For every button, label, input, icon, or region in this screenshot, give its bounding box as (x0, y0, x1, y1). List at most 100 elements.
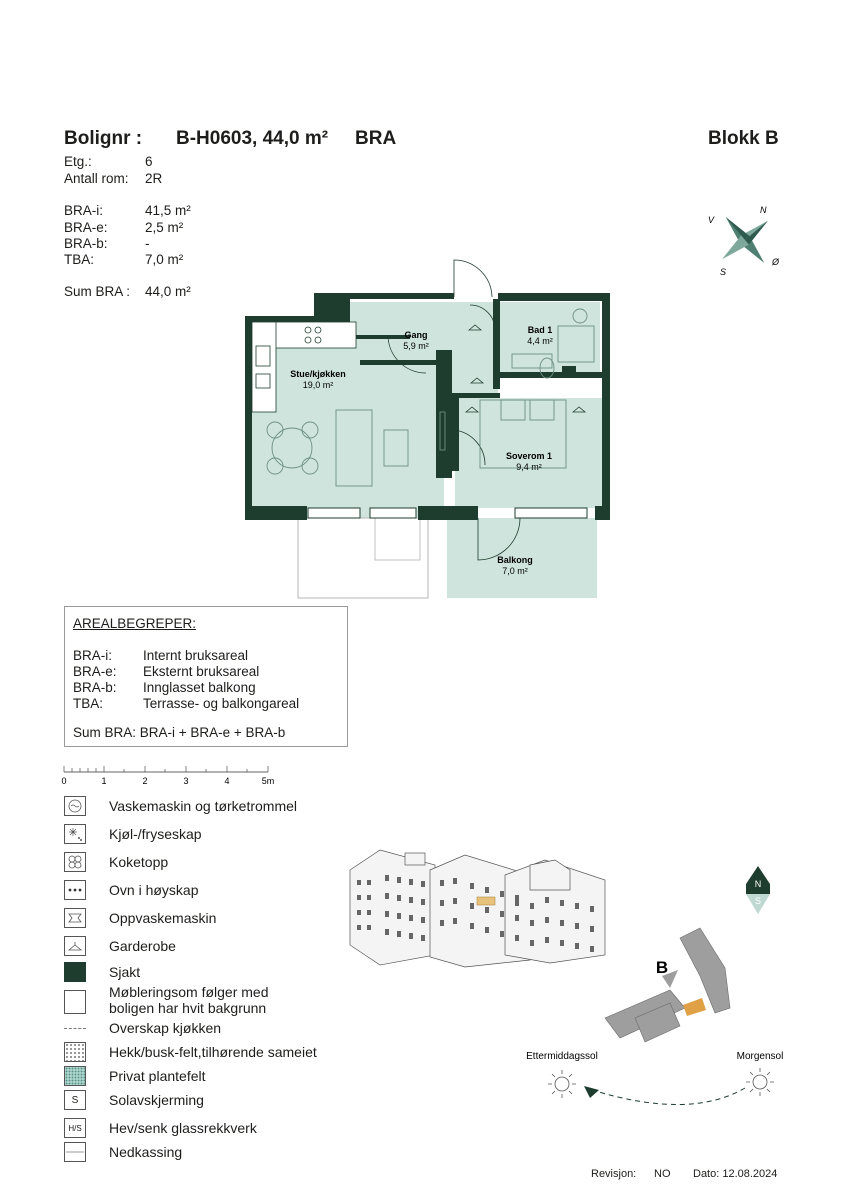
furniture (266, 308, 595, 487)
oven-icon (64, 880, 86, 900)
bra-e-value: 2,5 m² (145, 220, 184, 235)
windows (307, 507, 588, 519)
legend-text: Hekk/busk-felt,tilhørende sameiet (109, 1044, 317, 1060)
site-block-label: B (656, 958, 668, 977)
revision-value: NO (654, 1168, 671, 1180)
legend-item: Koketopp (64, 850, 168, 874)
bra-b-value: - (145, 236, 150, 251)
legend-text: Kjøl-/fryseskap (109, 826, 202, 842)
arealbegreper-box: AREALBEGREPER: BRA-i: Internt bruksareal… (64, 606, 348, 747)
gang-area: 5,9 m² (403, 341, 429, 351)
etg-label: Etg.: (64, 154, 92, 169)
cooktop-icon (64, 852, 86, 872)
legend-item: Overskap kjøkken (64, 1016, 221, 1040)
tba-value: 7,0 m² (145, 252, 184, 267)
bra-e-label: BRA-e: (64, 220, 108, 235)
legend-text: Solavskjerming (109, 1092, 204, 1108)
revision-label: Revisjon: (591, 1168, 637, 1180)
s-icon: S (64, 1090, 86, 1110)
white-bg-icon (64, 990, 86, 1014)
legend-item: S Solavskjerming (64, 1088, 204, 1112)
arealbegreper-title: AREALBEGREPER: (73, 616, 197, 631)
legend-text: Privat plantefelt (109, 1068, 206, 1084)
block-name: Blokk B (708, 128, 779, 149)
sum-label: Sum BRA : (64, 284, 131, 299)
hanger-icon (64, 936, 86, 956)
dashed-line-icon (64, 1027, 86, 1029)
legend-text: Vaskemaskin og tørketrommel (109, 798, 298, 814)
scale-tick: 0 (61, 776, 66, 786)
stue-name: Stue/kjøkken (290, 369, 346, 379)
legend-text: Møbleringsom følger med boligen har hvit… (109, 984, 269, 1016)
kitchen (251, 321, 357, 413)
unit-highlight (476, 896, 496, 906)
legend-item: Nedkassing (64, 1140, 182, 1164)
balkong-area: 7,0 m² (502, 566, 528, 576)
legend-item: Garderobe (64, 934, 176, 958)
morning-sun-icon (752, 1074, 768, 1090)
compass-s: S (720, 267, 726, 277)
compass-n: N (760, 205, 767, 215)
bra-b-label: BRA-b: (64, 236, 108, 251)
tba-label: TBA: (64, 252, 95, 267)
scale-tick: 1 (101, 776, 106, 786)
legend-text: Nedkassing (109, 1144, 183, 1160)
def-value: Internt bruksareal (143, 648, 249, 663)
def-value: Terrasse- og balkongareal (143, 696, 300, 711)
dishwasher-icon (64, 908, 86, 928)
entry-door-icon (453, 259, 493, 298)
unit-id: B-H0603, 44,0 m² (176, 128, 329, 149)
fridge-icon (64, 824, 86, 844)
plantefelt-icon (64, 1066, 86, 1086)
scale-bar: 0 1 2 3 4 5m (61, 766, 274, 786)
washer-icon (64, 796, 86, 816)
legend-text: Sjakt (109, 964, 141, 980)
def-value: Eksternt bruksareal (143, 664, 260, 679)
sum-formula: Sum BRA: BRA-i + BRA-e + BRA-b (73, 725, 286, 740)
bra-label: BRA (355, 128, 397, 149)
balkong-fill (447, 518, 597, 598)
shaft-icon (64, 962, 86, 982)
gang-name: Gang (404, 330, 427, 340)
morgensol-label: Morgensol (737, 1051, 784, 1062)
bad-area: 4,4 m² (527, 336, 553, 346)
def-value: Innglasset balkong (143, 680, 256, 695)
date: Dato: 12.08.2024 (693, 1168, 778, 1180)
legend-item: Oppvaskemaskin (64, 906, 216, 930)
scale-tick: 2 (142, 776, 147, 786)
compass-o: Ø (771, 257, 780, 267)
unit-info: Etg.: 6 Antall rom: 2R BRA-i: 41,5 m² BR… (64, 154, 264, 304)
legend-item: Hekk/busk-felt,tilhørende sameiet (64, 1040, 317, 1064)
legend-item: Vaskemaskin og tørketrommel (64, 794, 297, 818)
bad-name: Bad 1 (528, 325, 553, 335)
legend-text: Oppvaskemaskin (109, 910, 217, 926)
legend-text: Ovn i høyskap (109, 882, 199, 898)
legend-item: H/S Hev/senk glassrekkverk (64, 1116, 257, 1140)
unit-location (683, 998, 706, 1016)
soverom-area: 9,4 m² (516, 462, 542, 472)
hanger-icon (571, 406, 587, 413)
def-key: TBA: (73, 696, 104, 711)
scale-tick: 4 (224, 776, 229, 786)
def-key: BRA-i: (73, 648, 113, 663)
bra-i-label: BRA-i: (64, 203, 104, 218)
bra-i-value: 41,5 m² (145, 203, 191, 218)
nedkassing-icon (64, 1142, 86, 1162)
building-illustration (349, 849, 606, 968)
legend-text: Overskap kjøkken (109, 1020, 222, 1036)
legend-item: Privat plantefelt (64, 1064, 206, 1088)
sun-path-arrow-icon (584, 1086, 599, 1098)
hanger-icon (469, 377, 485, 384)
rom-label: Antall rom: (64, 171, 129, 186)
legend-item: Møbleringsom følger med boligen har hvit… (64, 984, 269, 1016)
scale-tick: 3 (183, 776, 188, 786)
legend-item: Kjøl-/fryseskap (64, 822, 202, 846)
legend-item: Ovn i høyskap (64, 878, 198, 902)
bolignr-label: Bolignr : (64, 128, 143, 149)
def-key: BRA-e: (73, 664, 117, 679)
def-key: BRA-b: (73, 680, 117, 695)
legend-text: Koketopp (109, 854, 169, 870)
terrace-outline (297, 517, 429, 599)
legend-item: Sjakt (64, 960, 140, 984)
balkong-name: Balkong (497, 555, 533, 565)
